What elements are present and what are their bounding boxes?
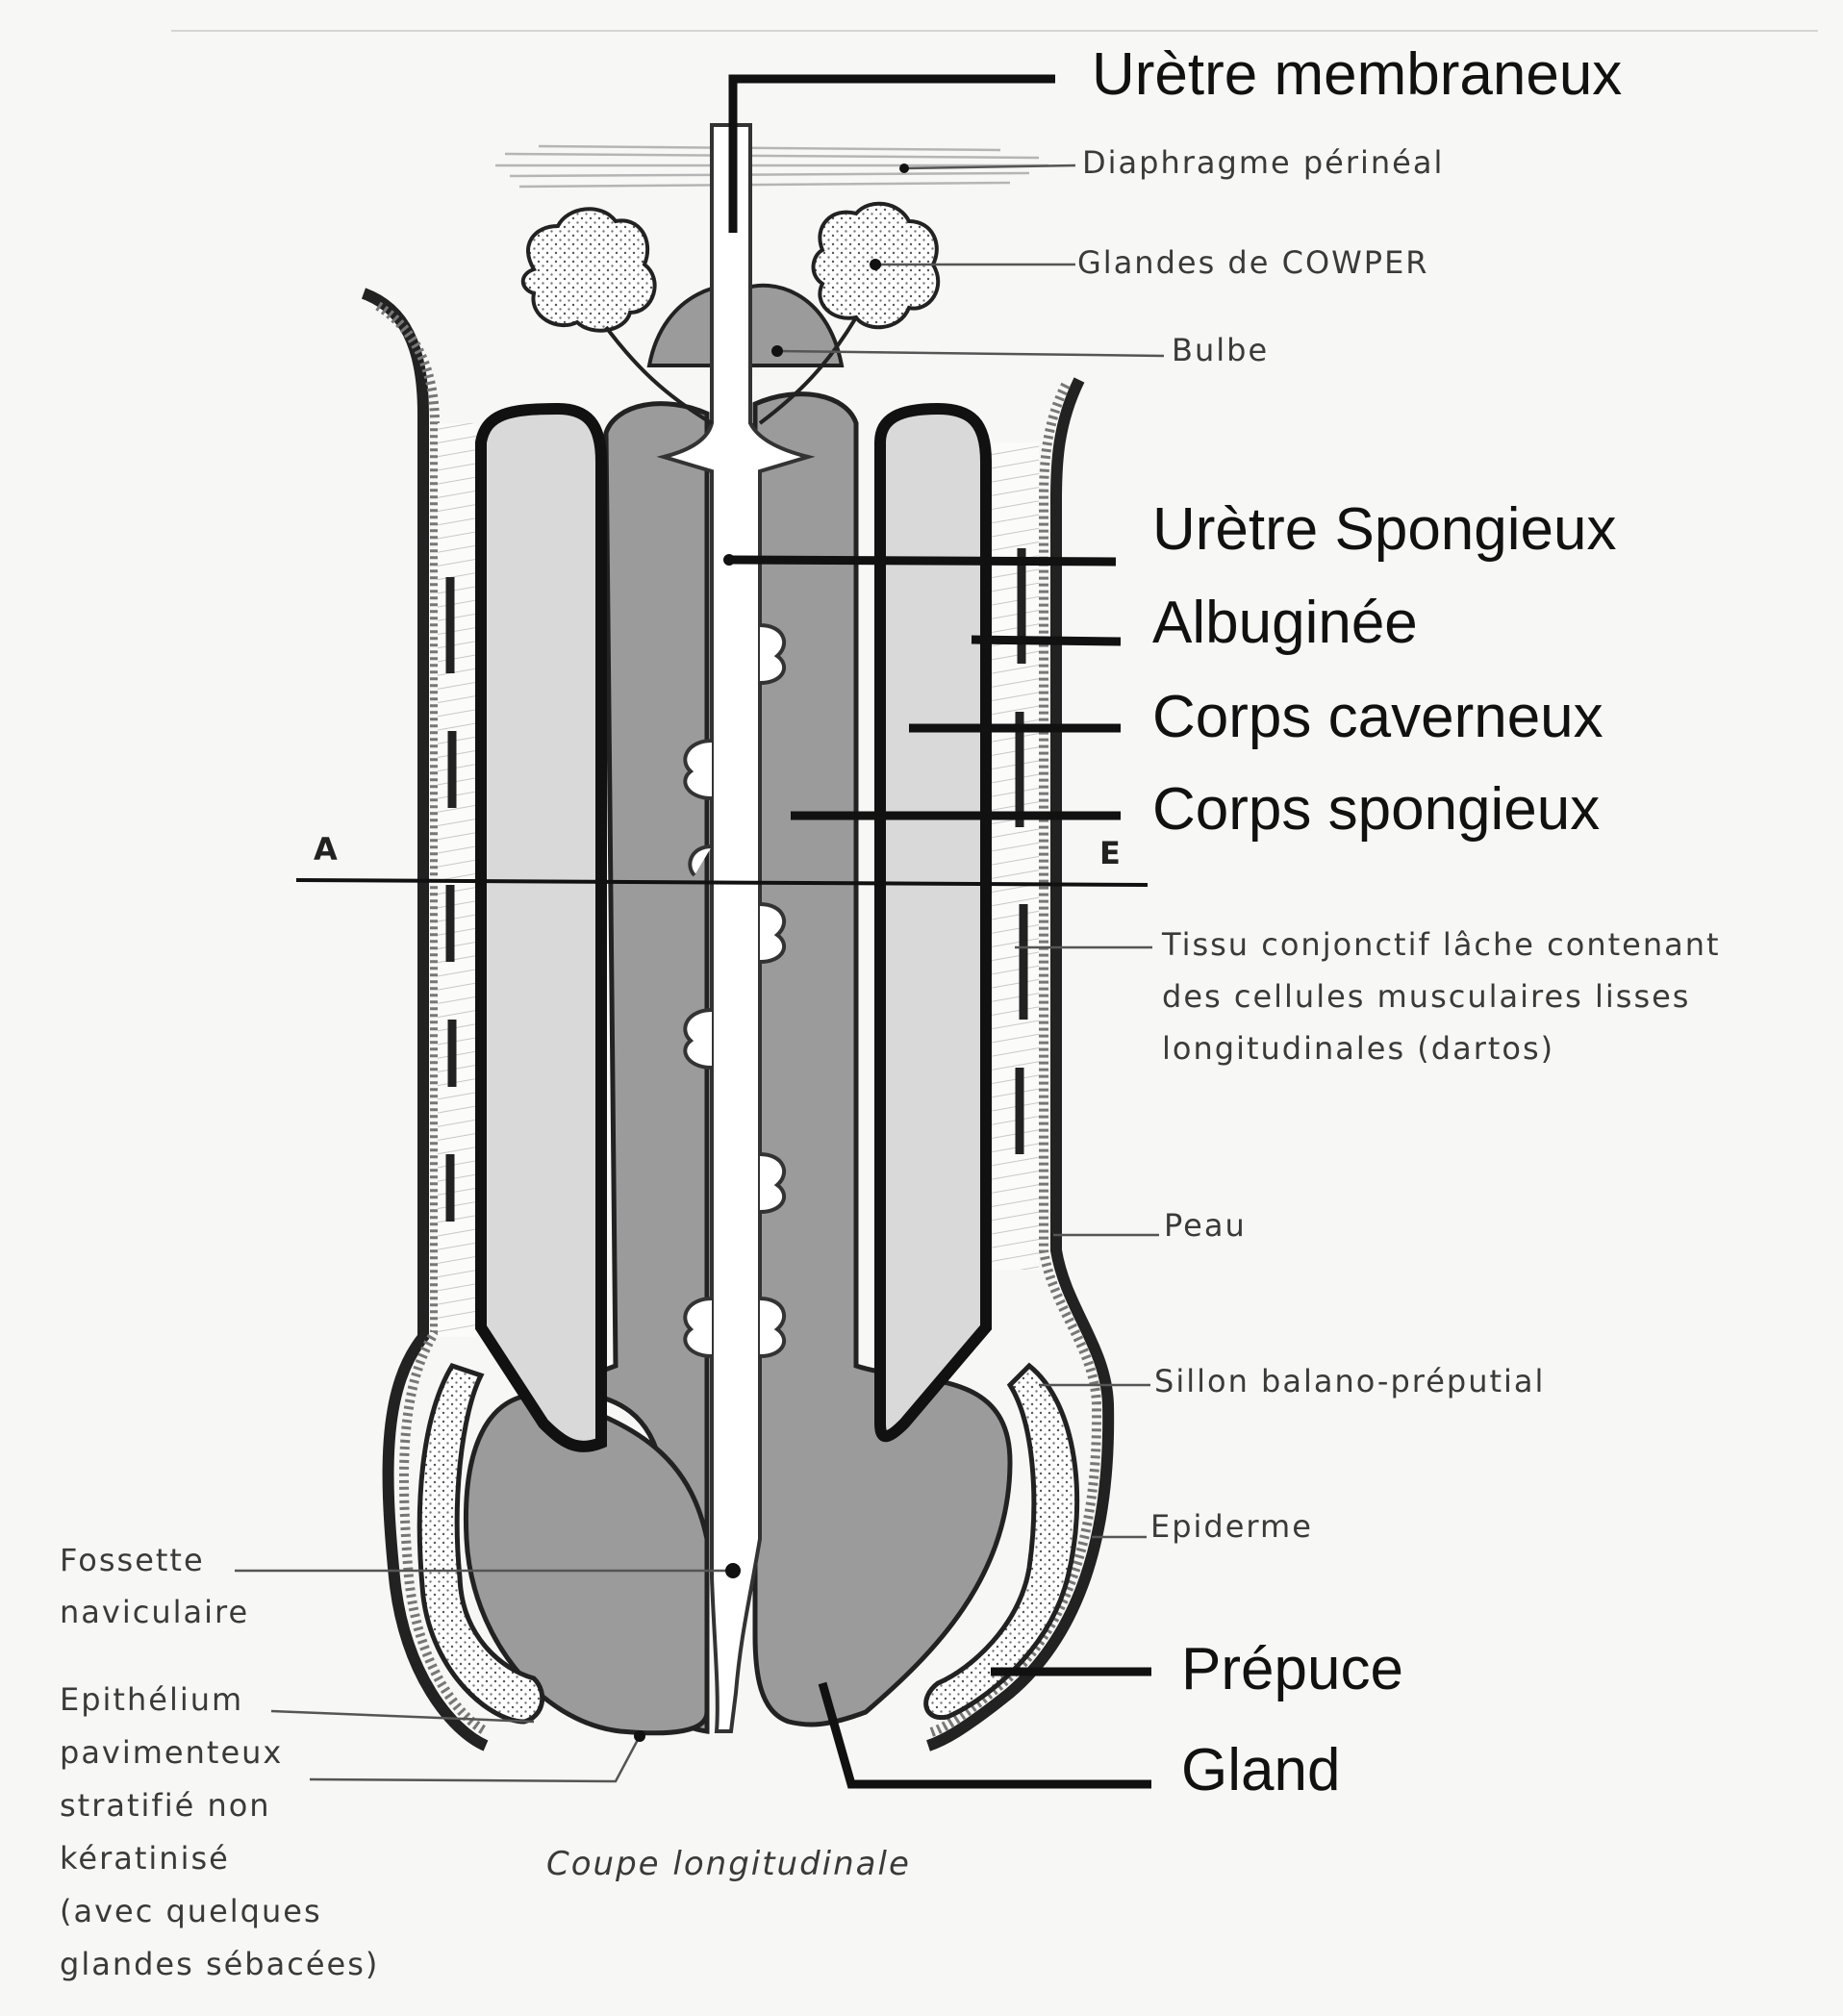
tissu-line-1: Tissu conjonctif lâche contenant: [1162, 926, 1721, 963]
skin-right: [926, 377, 1115, 1751]
epithelium-line-1: Epithélium: [60, 1681, 244, 1718]
diaphragme-fibres: [495, 144, 1048, 189]
epithelium-line-3: stratifié non: [60, 1787, 271, 1824]
epithelium-line-4: kératinisé: [60, 1840, 230, 1877]
label-sillon: Sillon balano-préputial: [1154, 1363, 1546, 1399]
label-epithelium: Epithélium pavimenteux stratifié non kér…: [60, 1674, 379, 1991]
urethral-lacunae: [683, 623, 787, 1358]
label-prepuce: Prépuce: [1181, 1636, 1403, 1702]
corps-spongieux-right: [752, 391, 1013, 1727]
cowper-duct-right: [758, 315, 858, 425]
corps-caverneux-left: [475, 402, 607, 1452]
label-epiderme: Epiderme: [1150, 1508, 1313, 1545]
gland-left: [463, 1392, 710, 1736]
thin-leaders: [235, 164, 1165, 1783]
tissu-line-2: des cellules musculaires lisses: [1162, 978, 1691, 1015]
cowper-duct-left: [604, 325, 714, 425]
label-fossette: Fossette naviculaire: [60, 1534, 249, 1638]
fossette-line-2: naviculaire: [60, 1594, 250, 1630]
caption: Coupe longitudinale: [546, 1845, 911, 1883]
leader-dots: [634, 164, 909, 1742]
label-albuginee: Albuginée: [1152, 590, 1418, 656]
uretre: [656, 123, 816, 1733]
epithelium-line-5: (avec quelques: [60, 1893, 322, 1929]
label-peau: Peau: [1164, 1207, 1247, 1244]
section-line: [295, 878, 1149, 887]
epithelium-line-6: glandes sébacées): [60, 1946, 380, 1982]
label-uretre-spongieux: Urètre Spongieux: [1152, 496, 1617, 563]
label-diaphragme: Diaphragme périnéal: [1082, 144, 1445, 181]
dartos-right: [991, 442, 1039, 1270]
label-bulbe: Bulbe: [1172, 332, 1270, 368]
fossette-line-1: Fossette: [60, 1542, 205, 1578]
section-label-a: A: [314, 831, 338, 868]
section-label-e: E: [1099, 835, 1121, 871]
epithelium-line-2: pavimenteux: [60, 1734, 284, 1771]
tissu-line-3: longitudinales (dartos): [1162, 1030, 1555, 1067]
prepuce-left: [417, 1362, 545, 1725]
label-uretre-membraneux: Urètre membraneux: [1092, 41, 1623, 108]
label-corps-caverneux: Corps caverneux: [1152, 684, 1603, 750]
prepuce-right: [923, 1362, 1080, 1721]
label-gland: Gland: [1181, 1737, 1341, 1803]
corps-caverneux-right: [874, 402, 992, 1443]
cowper-left: [520, 207, 657, 333]
label-tissu-conjonctif: Tissu conjonctif lâche contenant des cel…: [1162, 919, 1721, 1074]
skin-right-inner: [926, 382, 1102, 1738]
label-corps-spongieux: Corps spongieux: [1152, 776, 1601, 843]
skin-left: [361, 288, 489, 1751]
bold-leaders: [728, 74, 1151, 1789]
label-cowper: Glandes de COWPER: [1077, 244, 1429, 281]
